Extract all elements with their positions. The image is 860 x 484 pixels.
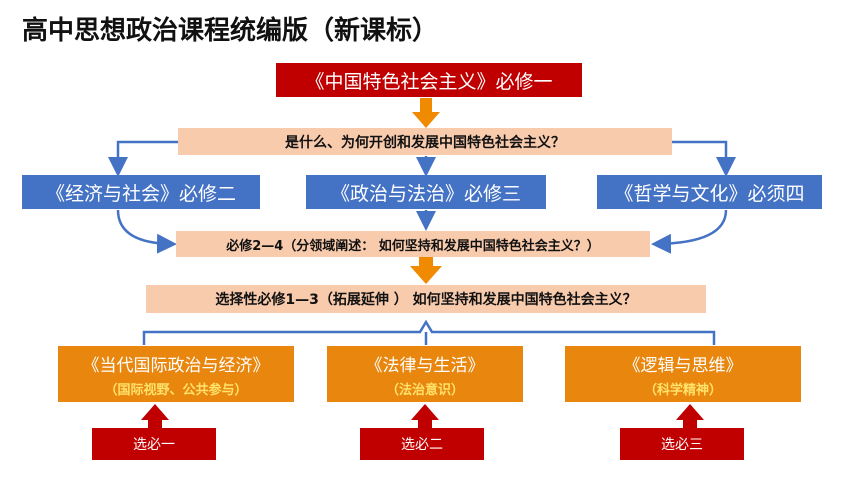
compulsory-1-box: 《中国特色社会主义》必修一 — [276, 63, 582, 97]
branch-right — [672, 140, 736, 177]
compulsory-3-box: 《政治与法治》必修三 — [306, 175, 546, 209]
compulsory-4-box: 《哲学与文化》必须四 — [597, 175, 822, 209]
elective-2-title: 《法律与生活》 — [365, 355, 485, 376]
question-1-band: 是什么、为何开创和发展中国特色社会主义？ — [178, 128, 672, 155]
question-2-band: 必修2—4（分领域阐述： 如何坚持和发展中国特色社会主义？） — [176, 231, 650, 257]
elective-3-box: 《逻辑与思维》 （科学精神） — [565, 346, 801, 402]
elective-1-subtitle: （国际视野、公共参与） — [104, 382, 248, 398]
branch-left — [108, 140, 178, 177]
orange-arrow-2 — [410, 256, 442, 284]
elective-2-tag: 选必二 — [360, 428, 484, 460]
page-title: 高中思想政治课程统编版（新课标） — [22, 16, 439, 46]
question-3-band: 选择性必修1—3（拓展延伸 ） 如何坚持和发展中国特色社会主义？ — [146, 285, 706, 313]
elective-3-subtitle: （科学精神） — [643, 382, 722, 398]
elective-1-tag: 选必一 — [92, 428, 216, 460]
up-arrow-2 — [411, 404, 439, 428]
up-arrow-1 — [141, 404, 169, 428]
elective-2-subtitle: （法治意识） — [385, 382, 464, 398]
elective-1-title: 《当代国际政治与经济》 — [82, 355, 270, 376]
elective-2-box: 《法律与生活》 （法治意识） — [327, 346, 523, 402]
curve-left — [116, 209, 177, 254]
compulsory-2-box: 《经济与社会》必修二 — [22, 175, 260, 209]
curve-right — [651, 209, 728, 254]
elective-3-title: 《逻辑与思维》 — [623, 355, 743, 376]
bracket — [142, 319, 716, 345]
orange-arrow-1 — [412, 98, 440, 128]
elective-1-box: 《当代国际政治与经济》 （国际视野、公共参与） — [58, 346, 294, 402]
up-arrow-3 — [676, 404, 704, 428]
elective-3-tag: 选必三 — [620, 428, 744, 460]
